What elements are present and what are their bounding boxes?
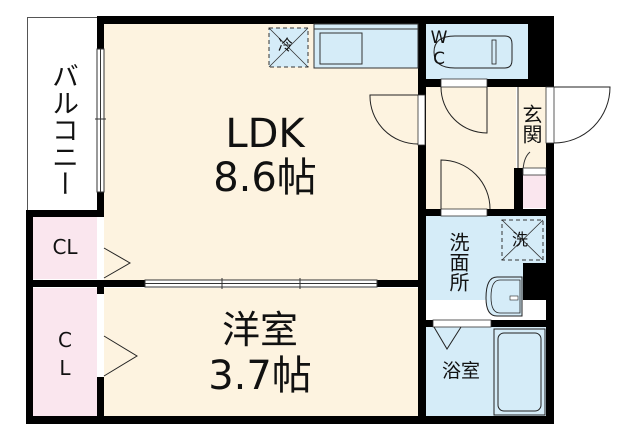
ldk-name: LDK <box>225 111 305 157</box>
wall-left-outer <box>26 210 33 424</box>
wall-center-vertical <box>418 16 426 424</box>
entrance-room <box>518 87 546 169</box>
wall-balcony-sep <box>26 210 104 217</box>
wall-cl-sep <box>26 280 145 287</box>
ldk-size: 8.6帖 <box>213 155 317 201</box>
closet-lower-label-c: C <box>58 328 72 352</box>
washroom-label: 洗面所 <box>446 232 470 292</box>
wall-top <box>97 16 554 24</box>
western-room-size: 3.7帖 <box>208 353 312 399</box>
shoe-storage <box>523 173 546 208</box>
wall-cl-lower-left <box>97 280 104 294</box>
washer-label: 洗 <box>512 230 529 249</box>
closet-lower <box>33 288 97 416</box>
wall-room-sep-right <box>377 280 425 287</box>
wall-ldk-left-mid <box>97 192 104 217</box>
closet-upper-label: CL <box>52 235 78 259</box>
wc-label-c: C <box>433 49 445 69</box>
closet-upper <box>33 217 97 279</box>
wall-right-upper <box>528 16 554 87</box>
wall-entrance-step <box>514 168 523 209</box>
western-room-name: 洋室 <box>221 308 298 352</box>
wall-bottom <box>26 416 554 424</box>
balcony <box>27 17 98 212</box>
wall-cl-lower-bottom <box>97 377 104 424</box>
wc-label-w: W <box>430 28 448 48</box>
western-room <box>104 288 418 416</box>
wall-ldk-left-top <box>97 16 104 49</box>
wall-washer-corner <box>523 263 554 300</box>
balcony-label: バルコニー <box>47 62 78 197</box>
bathroom-label: 浴室 <box>441 360 480 382</box>
fridge-label: 冷 <box>278 36 294 54</box>
entrance-label: 玄関 <box>519 104 543 144</box>
closet-lower-label-l: L <box>59 356 71 380</box>
